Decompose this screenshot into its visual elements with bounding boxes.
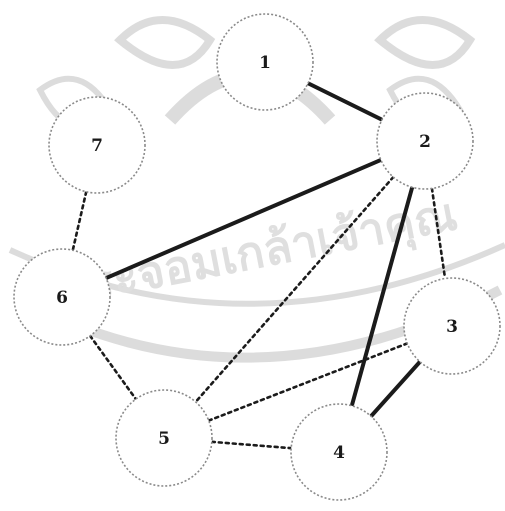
node-label-5: 5 [158, 429, 170, 449]
node-circle-4 [290, 403, 388, 501]
node-label-1: 1 [259, 53, 271, 73]
node-circle-5 [115, 389, 213, 487]
node-3: 3 [403, 277, 501, 375]
edge-1-2 [306, 81, 384, 122]
node-circle-1 [216, 13, 314, 111]
node-2: 2 [376, 92, 474, 190]
edge-2-3 [430, 187, 447, 280]
edge-6-5 [88, 334, 138, 401]
node-4: 4 [290, 403, 388, 501]
node-circle-3 [403, 277, 501, 375]
edge-7-6 [71, 190, 88, 252]
node-circle-7 [48, 96, 146, 194]
node-label-4: 4 [333, 443, 345, 463]
node-7: 7 [48, 96, 146, 194]
edges-layer [71, 81, 447, 450]
node-label-6: 6 [56, 288, 68, 308]
node-1: 1 [216, 13, 314, 111]
edge-5-4 [210, 440, 293, 450]
edge-2-5 [194, 175, 395, 404]
node-6: 6 [13, 248, 111, 346]
node-label-7: 7 [91, 136, 103, 156]
edge-3-4 [369, 359, 422, 419]
node-circle-6 [13, 248, 111, 346]
node-label-2: 2 [419, 132, 431, 152]
node-label-3: 3 [446, 317, 458, 337]
edge-2-6 [104, 157, 383, 281]
node-circle-2 [376, 92, 474, 190]
edge-2-4 [349, 185, 415, 408]
node-5: 5 [115, 389, 213, 487]
nodes-layer: 1 2 3 4 5 6 7 [13, 13, 501, 501]
edge-3-5 [207, 342, 409, 422]
